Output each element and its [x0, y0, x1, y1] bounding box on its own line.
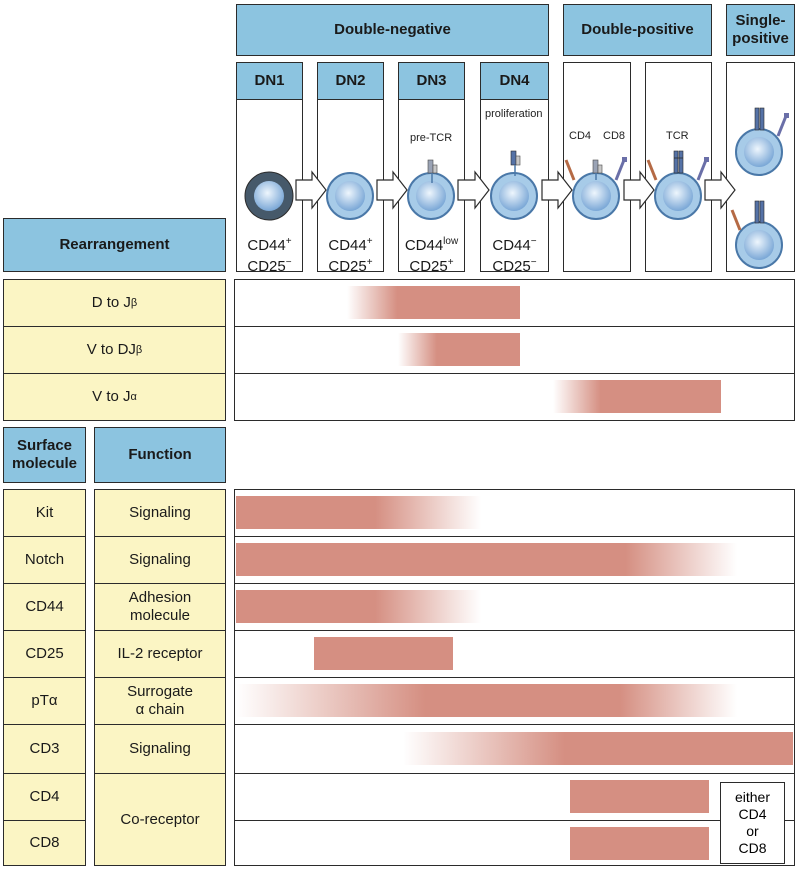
mol-bar-7 — [570, 827, 710, 860]
molecule-kit: Kit — [3, 489, 86, 537]
cell-dn2 — [326, 172, 374, 220]
arrow-dn1-dn2 — [295, 170, 327, 210]
function-coreceptor: Co-receptor — [94, 773, 226, 866]
molecule-cd25: CD25 — [3, 630, 86, 678]
stage-header-single-positive: Single-positive — [726, 4, 795, 56]
cell-dp1 — [564, 157, 627, 220]
mol-bar-3 — [313, 637, 454, 670]
function-cd44: Adhesion molecule — [94, 583, 226, 631]
rearr-bar-2 — [553, 380, 721, 413]
arrow-dp-dp — [623, 170, 655, 210]
coreceptor-note: either CD4 or CD8 — [720, 782, 785, 864]
stage-header-double-positive: Double-positive — [563, 4, 712, 56]
rearr-bar-1 — [397, 333, 521, 366]
mol-bar-2 — [236, 590, 482, 623]
function-header: Function — [94, 427, 226, 483]
note-line-2: CD4 — [738, 806, 767, 822]
arrow-dn2-dn3 — [376, 170, 408, 210]
function-kit: Signaling — [94, 489, 226, 537]
cell-illustrations — [244, 107, 789, 269]
function-cd25: IL-2 receptor — [94, 630, 226, 678]
proliferation-label: proliferation — [485, 108, 543, 120]
pre-tcr-label: pre-TCR — [410, 132, 453, 144]
single-positive-label: Single-positive — [732, 12, 789, 47]
mol-bar-5 — [403, 732, 793, 765]
stage-arrows — [295, 170, 736, 210]
rearrangement-header: Rearrangement — [3, 218, 226, 272]
molecule-cd4: CD4 — [3, 773, 86, 821]
stage-label-dn1: DN1 — [236, 62, 303, 100]
function-pta: Surrogate α chain — [94, 677, 226, 725]
arrow-dn3-dn4 — [457, 170, 490, 210]
molecule-notch: Notch — [3, 536, 86, 584]
tcr-annotation-label: TCR — [666, 130, 689, 142]
cell-dn4 — [490, 150, 538, 220]
cell-dp2 — [646, 150, 709, 220]
surface-molecule-header: Surface molecule — [3, 427, 86, 483]
note-line-3: or — [746, 823, 759, 839]
marker-dn1: CD44+CD25− — [247, 236, 292, 275]
cd4-annotation-label: CD4 — [569, 130, 592, 142]
arrow-dp-sp — [704, 170, 736, 210]
note-line-1: either — [734, 789, 771, 805]
arrow-dn4-dp — [541, 170, 573, 210]
marker-dn4: CD44−CD25− — [492, 236, 537, 275]
stage-header-double-negative: Double-negative — [236, 4, 549, 56]
cd8-annotation-label: CD8 — [603, 130, 626, 142]
mol-bar-6 — [570, 780, 710, 813]
cell-dn3 — [407, 159, 455, 220]
function-cd3: Signaling — [94, 724, 226, 774]
note-line-4: CD8 — [738, 840, 767, 856]
cell-sp-top — [735, 107, 789, 176]
stage-label-dn2: DN2 — [317, 62, 384, 100]
stage-label-dn3: DN3 — [398, 62, 465, 100]
rearr-bar-0 — [347, 286, 521, 319]
mol-bar-1 — [236, 543, 738, 576]
mol-bar-4 — [236, 684, 738, 717]
molecule-cd44: CD44 — [3, 583, 86, 631]
cell-sp-bottom — [730, 200, 783, 269]
molecule-cd8: CD8 — [3, 820, 86, 866]
molecule-cd3: CD3 — [3, 724, 86, 774]
cell-dn1 — [244, 171, 294, 221]
marker-dn2: CD44+CD25+ — [328, 236, 373, 275]
stage-label-dn4: DN4 — [480, 62, 549, 100]
stage-column-dp2 — [645, 62, 712, 272]
mol-bar-0 — [236, 496, 482, 529]
function-notch: Signaling — [94, 536, 226, 584]
